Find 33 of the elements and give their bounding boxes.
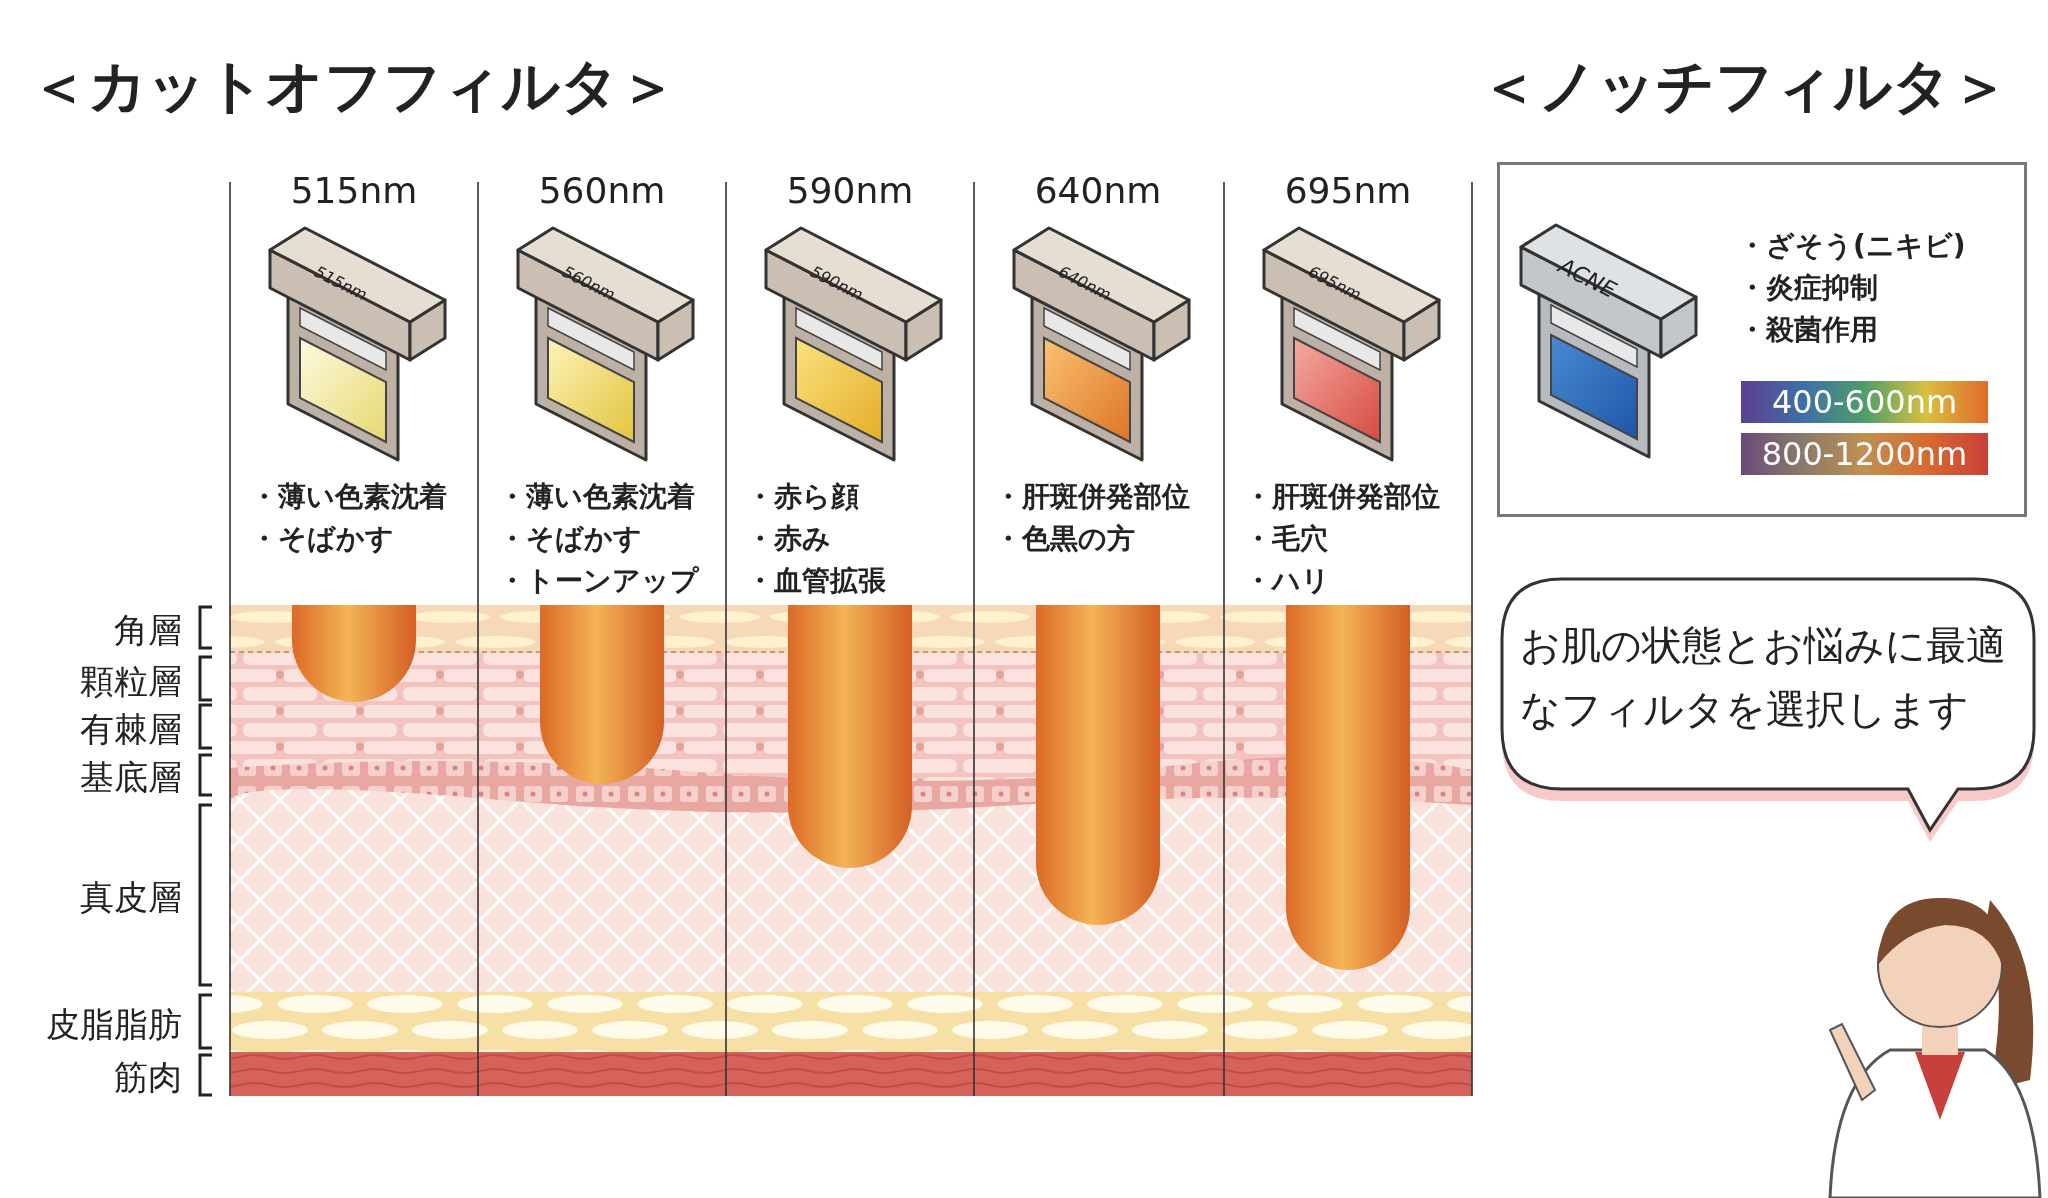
wavelength-heading: 515nm bbox=[289, 170, 419, 211]
indication-text: ・トーンアップ bbox=[498, 563, 699, 599]
indication-text: ・殺菌作用 bbox=[1738, 312, 1878, 348]
indication-text: ・薄い色素沈着 bbox=[498, 479, 695, 515]
layer-label: 顆粒層 bbox=[79, 659, 182, 703]
wavelength-heading: 695nm bbox=[1283, 170, 1413, 211]
layer-label: 有棘層 bbox=[79, 707, 182, 751]
indication-text: ・肝斑併発部位 bbox=[1244, 479, 1440, 515]
indication-text: ・赤ら顔 bbox=[746, 479, 859, 515]
layer-label: 筋肉 bbox=[113, 1056, 182, 1099]
wavelength-heading: 560nm bbox=[537, 170, 667, 211]
wavelength-heading: 640nm bbox=[1033, 170, 1163, 211]
wavelength-band: 800-1200nm bbox=[1741, 433, 1988, 475]
indication-text: ・薄い色素沈着 bbox=[250, 479, 447, 515]
section-title: ＜カットオフフィルタ＞ bbox=[30, 51, 677, 122]
indication-text: ・色黒の方 bbox=[994, 521, 1135, 557]
indication-text: ・毛穴 bbox=[1244, 521, 1328, 557]
indication-text: ・そばかす bbox=[250, 521, 394, 557]
indication-text: ・ハリ bbox=[1244, 563, 1330, 599]
indication-text: ・そばかす bbox=[498, 521, 642, 557]
indication-text: ・肝斑併発部位 bbox=[994, 479, 1190, 515]
indication-text: ・血管拡張 bbox=[746, 563, 886, 599]
speech-text: お肌の状態とお悩みに最適なフィルタを選択します bbox=[1520, 621, 2007, 734]
layer-label: 角層 bbox=[113, 608, 182, 652]
indication-text: ・炎症抑制 bbox=[1738, 270, 1878, 306]
indication-text: ・赤み bbox=[746, 521, 831, 557]
layer-label: 真皮層 bbox=[79, 876, 182, 919]
indication-text: ・ざそう(ニキビ) bbox=[1738, 228, 1966, 264]
cartridge-label: ACNE bbox=[1554, 253, 1621, 303]
layer-label: 皮脂脂肪 bbox=[45, 1002, 182, 1046]
section-title: ＜ノッチフィルタ＞ bbox=[1480, 51, 2009, 122]
wavelength-heading: 590nm bbox=[785, 170, 915, 211]
layer-label: 基底層 bbox=[79, 756, 182, 799]
